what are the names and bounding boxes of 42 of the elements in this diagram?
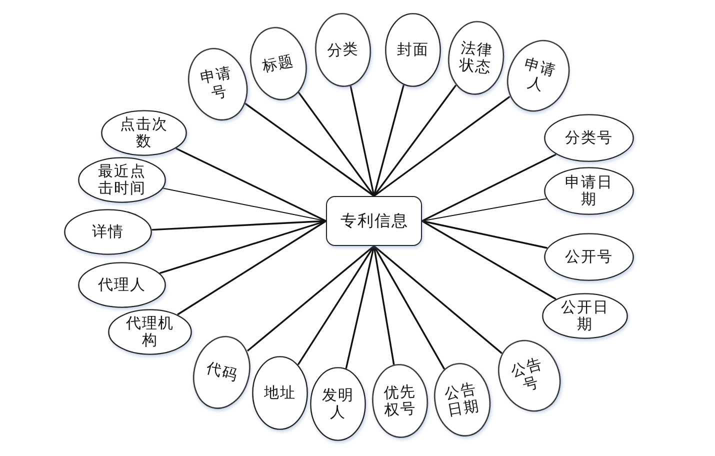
connector-line bbox=[422, 220, 556, 300]
connector-line bbox=[176, 148, 326, 222]
attribute-label: 代理人 bbox=[98, 276, 146, 294]
connector-line bbox=[298, 92, 375, 196]
connector-line bbox=[422, 154, 556, 222]
attribute-label: 公开日期 bbox=[560, 299, 610, 333]
connector-line bbox=[373, 84, 405, 196]
connector-line bbox=[373, 245, 502, 354]
connector-line bbox=[422, 198, 547, 222]
attribute-label: 申请人 bbox=[522, 55, 558, 96]
attribute-label: 封面 bbox=[396, 42, 430, 58]
attribute-label: 分类 bbox=[326, 40, 360, 60]
attribute-label: 法律状态 bbox=[458, 40, 494, 76]
attribute-label: 发明人 bbox=[322, 387, 354, 421]
connector-line bbox=[177, 220, 326, 316]
attribute-label: 公开号 bbox=[564, 248, 614, 266]
attribute-label: 最近点击时间 bbox=[98, 163, 146, 197]
attribute-label: 公告日期 bbox=[442, 380, 482, 420]
attribute-label: 代理机构 bbox=[126, 315, 174, 349]
connector-line bbox=[373, 246, 446, 370]
entity-box bbox=[326, 196, 422, 246]
attribute-label: 标题 bbox=[260, 52, 296, 76]
attribute-label: 地址 bbox=[264, 384, 296, 402]
connector-line bbox=[244, 102, 374, 197]
connector-line bbox=[297, 246, 375, 366]
attribute-label: 分类号 bbox=[564, 130, 614, 146]
connector-line bbox=[350, 86, 375, 196]
connector-line bbox=[373, 84, 457, 196]
connector-line bbox=[345, 246, 375, 369]
connector-line bbox=[246, 245, 375, 352]
attribute-label: 详情 bbox=[91, 224, 125, 240]
attribute-label: 申请号 bbox=[198, 64, 235, 104]
connector-line bbox=[373, 246, 395, 365]
attribute-label: 点击次数 bbox=[120, 116, 168, 150]
attribute-label: 公告号 bbox=[508, 355, 546, 396]
connector-line bbox=[374, 96, 510, 197]
connector-line bbox=[152, 220, 326, 231]
connector-line bbox=[422, 220, 548, 249]
entity-label: 专利信息 bbox=[340, 211, 410, 231]
attribute-label: 优先权号 bbox=[382, 383, 418, 419]
attribute-label: 申请日期 bbox=[564, 174, 614, 208]
attribute-label: 代码 bbox=[204, 360, 240, 384]
